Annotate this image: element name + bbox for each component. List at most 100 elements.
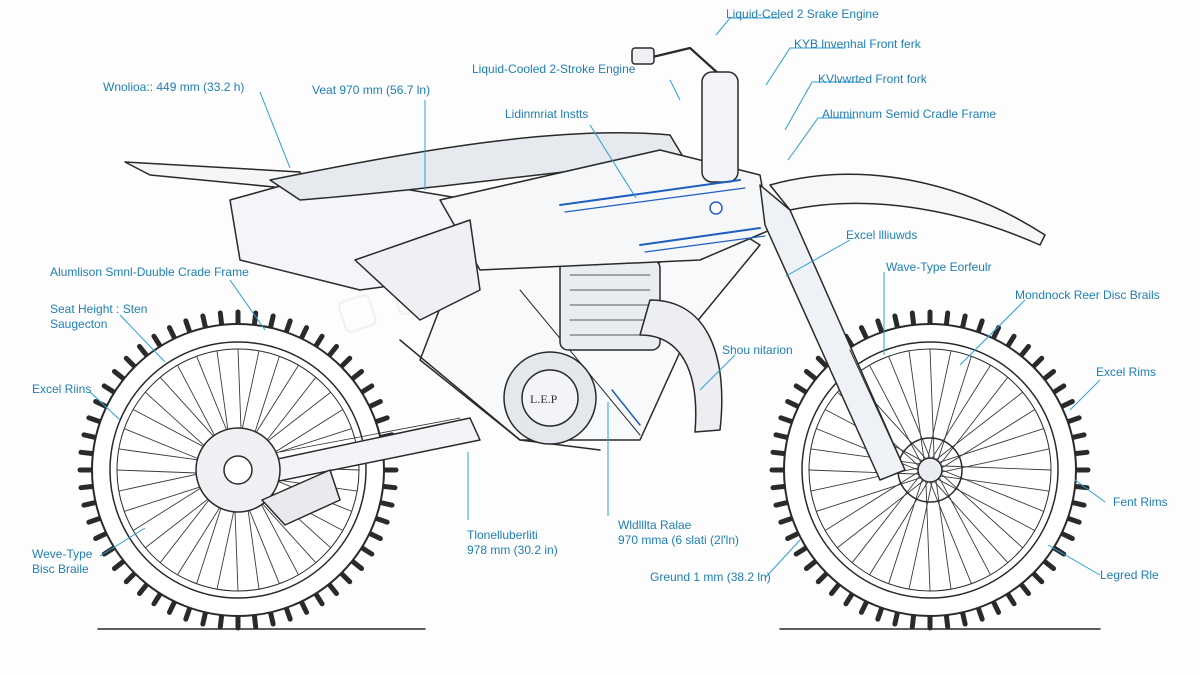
- callout-excel-mid: [785, 239, 851, 277]
- tire-knob: [1018, 581, 1032, 597]
- tire-knob: [803, 558, 819, 572]
- tire-knob: [959, 609, 968, 627]
- shroud-stripe-1: [639, 227, 761, 246]
- tire-knob: [828, 581, 842, 597]
- lower-frame-rail: [399, 339, 601, 451]
- tire-knob: [217, 612, 225, 630]
- tire-knob: [990, 325, 1002, 341]
- spoke: [908, 350, 925, 460]
- spoke: [908, 481, 933, 590]
- tire-knob: [1069, 499, 1087, 508]
- seat: [269, 132, 686, 201]
- tire-knob: [975, 605, 985, 622]
- tire-knob: [1041, 558, 1057, 572]
- spoke: [851, 475, 920, 563]
- tire-knob: [909, 310, 917, 328]
- fork-guard: [849, 349, 906, 471]
- tire-knob: [1005, 591, 1017, 607]
- rim-outer: [801, 341, 1059, 599]
- spoke: [888, 479, 923, 584]
- tire-knob: [183, 318, 193, 335]
- label-wave-brake-1: Weve-Type: [32, 547, 93, 561]
- expansion-chamber: [639, 299, 723, 433]
- tire-knob: [313, 333, 325, 349]
- tire-knob: [875, 318, 885, 335]
- tire-knob: [803, 368, 819, 382]
- tire-knob: [326, 581, 340, 597]
- spoke: [925, 481, 931, 592]
- spoke: [935, 391, 1023, 460]
- spoke: [824, 471, 919, 531]
- label-suspension: Shou nitarion: [722, 343, 793, 357]
- spoke: [935, 480, 952, 590]
- label-excel-mid: Excel llliuwds: [846, 228, 918, 242]
- tire-knob: [251, 612, 259, 630]
- tire-knob: [380, 483, 398, 491]
- tire-knob: [778, 415, 795, 425]
- rear-caliper-guard: [261, 469, 341, 526]
- rim-outer: [109, 341, 367, 599]
- tire-knob: [86, 415, 103, 425]
- tire-knob: [773, 499, 791, 508]
- tire-knob: [367, 398, 383, 410]
- tire-knob: [1069, 432, 1087, 441]
- label-wave-brake-2: Bisc Braile: [32, 562, 89, 576]
- tire-knob: [373, 515, 390, 525]
- callout-ground: [764, 539, 801, 579]
- tire-knob: [909, 612, 917, 630]
- spoke: [927, 350, 952, 459]
- tire-knob: [123, 355, 138, 370]
- callout-frame-right: [787, 117, 855, 161]
- spoke: [869, 365, 922, 463]
- tire-knob: [166, 325, 178, 341]
- tire-knob: [86, 515, 103, 525]
- handlebar: [638, 46, 722, 77]
- tire-knob: [81, 432, 99, 441]
- tire-knob: [313, 591, 325, 607]
- label-frame-left: Alumlison Smnl-Duuble Crade Frame: [50, 265, 249, 279]
- callout-digital: [589, 124, 637, 199]
- tire-knob: [858, 325, 870, 341]
- tire-knob: [377, 499, 395, 508]
- tire-knob: [892, 609, 901, 627]
- tire-knob: [101, 545, 117, 557]
- tire-knob: [785, 398, 801, 410]
- callout-excel-rims-left: [89, 391, 121, 421]
- label-front-rims: Fent Rims: [1113, 495, 1168, 509]
- tire-knob: [1005, 333, 1017, 349]
- spoke: [939, 428, 1044, 463]
- grip: [631, 47, 655, 65]
- cylinder-fins: [569, 274, 651, 336]
- tire-knob: [338, 570, 353, 585]
- label-digital: Lidinmriat lnstts: [505, 107, 589, 121]
- tire-knob: [1018, 343, 1032, 359]
- hub: [917, 457, 943, 483]
- tire-knob: [93, 530, 109, 542]
- tire-knob: [338, 355, 353, 370]
- callout-wheelbase: [259, 91, 291, 169]
- tire-knob: [101, 383, 117, 395]
- tank-badge-icon: [709, 201, 723, 215]
- label-frame-right: Aluminnum Semid Cradle Frame: [822, 107, 997, 121]
- callout-kyb-fork: [765, 47, 845, 86]
- tire-knob: [773, 432, 791, 441]
- tire-knob: [875, 605, 885, 622]
- spoke: [929, 348, 935, 459]
- tire-knob: [858, 599, 870, 615]
- number-plate-front: [701, 71, 739, 183]
- tire-knob: [770, 483, 788, 491]
- callout-front-rims: [1074, 479, 1106, 503]
- tire-knob: [298, 599, 310, 615]
- label-engine-top: Liquid-Celed 2 Srake Engine: [726, 7, 879, 21]
- tire-knob: [1030, 355, 1045, 370]
- front-fork: [759, 184, 906, 481]
- tire-knob: [81, 499, 99, 508]
- label-legend: Legred Rle: [1100, 568, 1159, 582]
- engine-logo: L.E.P: [530, 392, 558, 406]
- tire-knob: [283, 318, 293, 335]
- swingarm-detail: [279, 417, 461, 453]
- tire-knob: [183, 605, 193, 622]
- tire-knob: [1072, 449, 1090, 457]
